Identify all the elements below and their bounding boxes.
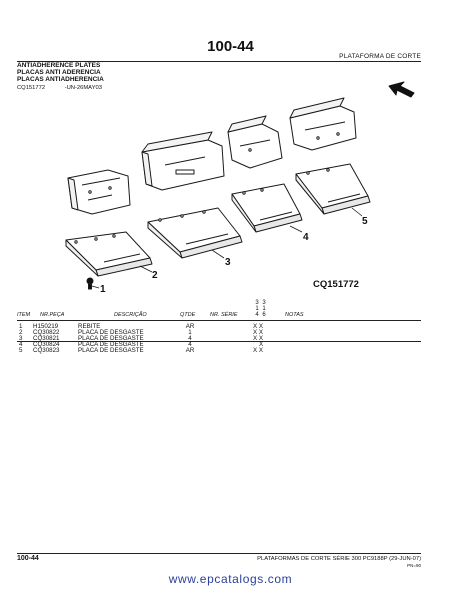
section-title: PLATAFORMA DE CORTE [339, 53, 421, 60]
col-header-notes: NOTAS [285, 312, 304, 318]
col-header-description: DESCRIÇÃO [114, 312, 147, 318]
quantity: 1 [188, 329, 192, 336]
description: PLACA DE DESGASTE [78, 335, 144, 342]
figure-ref-code: CQ151772 [17, 85, 46, 91]
serial-marks: X X [253, 347, 263, 354]
quantity: 4 [188, 335, 192, 342]
callout-1: 1 [100, 284, 106, 295]
part-no: H150219 [33, 323, 59, 330]
serial-marks: X X [253, 323, 263, 330]
header-rule [17, 61, 421, 62]
wear-plate-item-4 [231, 183, 303, 233]
title-spanish: PLACAS ANTIADHERENCIA [17, 76, 104, 83]
page-number: 100-44 [207, 38, 254, 55]
col-header-item: ITEM [17, 312, 31, 318]
serial-marks: X X [253, 335, 263, 342]
upper-plate-center [141, 131, 225, 191]
part-no: CQ30821 [33, 335, 60, 342]
quantity: AR [185, 347, 195, 354]
serial-digits-col-2: 3 1 6 [262, 300, 266, 318]
upper-plate-right-a [227, 115, 283, 169]
quantity: AR [185, 323, 195, 330]
figure-ref-stamp: -UN-26MAY03 [64, 85, 102, 91]
footer-code: PN=90 [407, 563, 421, 568]
title-english: ANTIADHERENCE PLATES [17, 62, 101, 69]
table-row: 4 [19, 341, 23, 348]
table-row: 1 [19, 323, 23, 330]
callout-5: 5 [362, 216, 368, 227]
callout-3: 3 [225, 257, 231, 268]
rivet-item-1 [86, 277, 94, 290]
wear-plate-item-3 [147, 207, 243, 259]
direction-arrow-icon [388, 81, 415, 98]
part-no: CQ30823 [33, 347, 60, 354]
title-portuguese: PLACAS ANTI ADERENCIA [17, 69, 101, 76]
description: REBITE [78, 323, 101, 330]
upper-plate-left [67, 169, 131, 215]
col-header-serial: NR. SÉRIE [210, 312, 238, 318]
serial-marks: X [259, 341, 264, 348]
figure-reference: CQ151772 -UN-26MAY03 [17, 85, 120, 91]
wear-plate-item-2 [65, 231, 153, 277]
serial-digits-col-1: 3 1 4 [255, 300, 259, 318]
quantity: 4 [188, 341, 192, 348]
exploded-parts-illustration: 1 2 3 4 5 [65, 81, 415, 295]
footer-rule [17, 553, 421, 554]
wear-plate-item-5 [295, 163, 371, 215]
watermark: www.epcatalogs.com [168, 572, 293, 586]
callout-2: 2 [152, 270, 158, 281]
part-group-titles: ANTIADHERENCE PLATES PLACAS ANTI ADERENC… [17, 62, 104, 83]
footer-page-number: 100-44 [17, 555, 39, 562]
part-no: CQ30822 [33, 329, 60, 336]
upper-plate-right-b [289, 97, 357, 151]
col-header-part-no: NR.PEÇA [40, 312, 65, 318]
row-rule [17, 341, 421, 342]
col-header-qty: QTDE [180, 312, 196, 318]
serial-marks: X X [253, 329, 263, 336]
table-row: 2 [19, 329, 23, 336]
description: PLACA DE DESGASTE [78, 341, 144, 348]
callout-4: 4 [303, 232, 309, 243]
table-row: 5 [19, 347, 23, 354]
table-row: 3 [19, 335, 23, 342]
footer-publication: PLATAFORMAS DE CORTE SÉRIE 300 PC9188P (… [257, 556, 421, 562]
description: PLACA DE DESGASTE [78, 329, 144, 336]
figure-id: CQ151772 [313, 279, 359, 290]
table-header-rule [17, 320, 421, 321]
description: PLACA DE DESGASTE [78, 347, 144, 354]
part-no: CQ30824 [33, 341, 60, 348]
